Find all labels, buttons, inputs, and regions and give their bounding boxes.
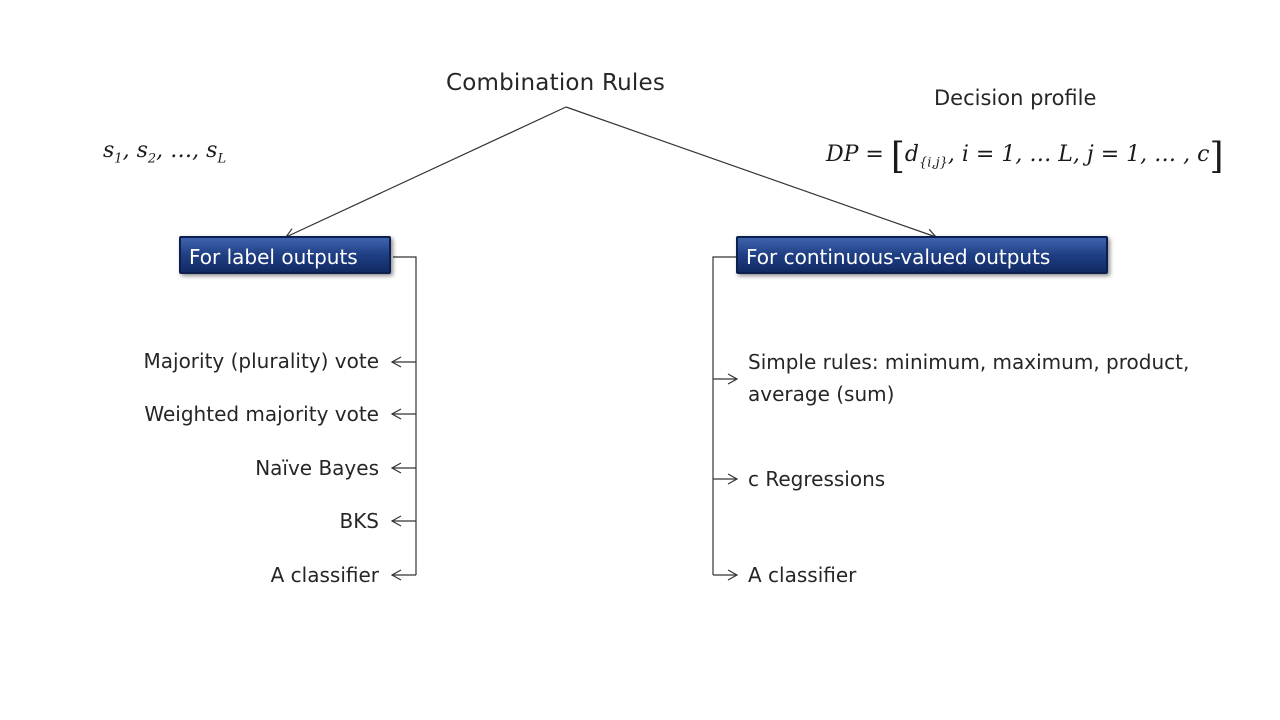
formula-d-subscript: {i,j} [919,155,948,171]
bks-item: BKS [339,509,379,533]
sL-subscript: L [217,151,227,167]
root-to-right-arrow [565,106,938,240]
sL-symbol: s [206,138,218,163]
right-bracket [712,256,736,575]
root-to-left-arrow [284,106,567,239]
classifier-outputs-sequence: s1, s2, …, sL [103,138,227,167]
left-bracket [393,256,417,575]
diagram-title: Combination Rules [446,70,666,96]
ellipsis: … [170,138,193,163]
simple-rules-item: Simple rules: minimum, maximum, product,… [748,346,1189,410]
weighted-majority-vote-item: Weighted majority vote [144,402,379,426]
decision-profile-label: Decision profile [934,86,1097,110]
s2-subscript: 2 [147,151,157,167]
s1-subscript: 1 [114,151,123,167]
s1-symbol: s [103,138,115,163]
formula-rest: , i = 1, … L, j = 1, … , c [947,142,1210,167]
simple-rules-line-2: average (sum) [748,382,895,406]
decision-profile-formula: DP = [d{i,j}, i = 1, … L, j = 1, … , c] [826,136,1223,177]
s2-symbol: s [136,138,148,163]
right-classifier-item: A classifier [748,563,857,587]
formula-close-bracket: ] [1209,136,1224,177]
continuous-outputs-box: For continuous-valued outputs [736,236,1108,274]
naive-bayes-item: Naïve Bayes [255,456,379,480]
left-classifier-item: A classifier [270,563,379,587]
simple-rules-line-1: Simple rules: minimum, maximum, product, [748,350,1190,374]
c-regressions-item: c Regressions [748,467,886,491]
formula-lhs: DP = [826,142,884,167]
label-outputs-box: For label outputs [179,236,391,274]
formula-open-bracket: [ [890,136,905,177]
majority-vote-item: Majority (plurality) vote [143,349,380,373]
formula-d: d [904,142,920,167]
